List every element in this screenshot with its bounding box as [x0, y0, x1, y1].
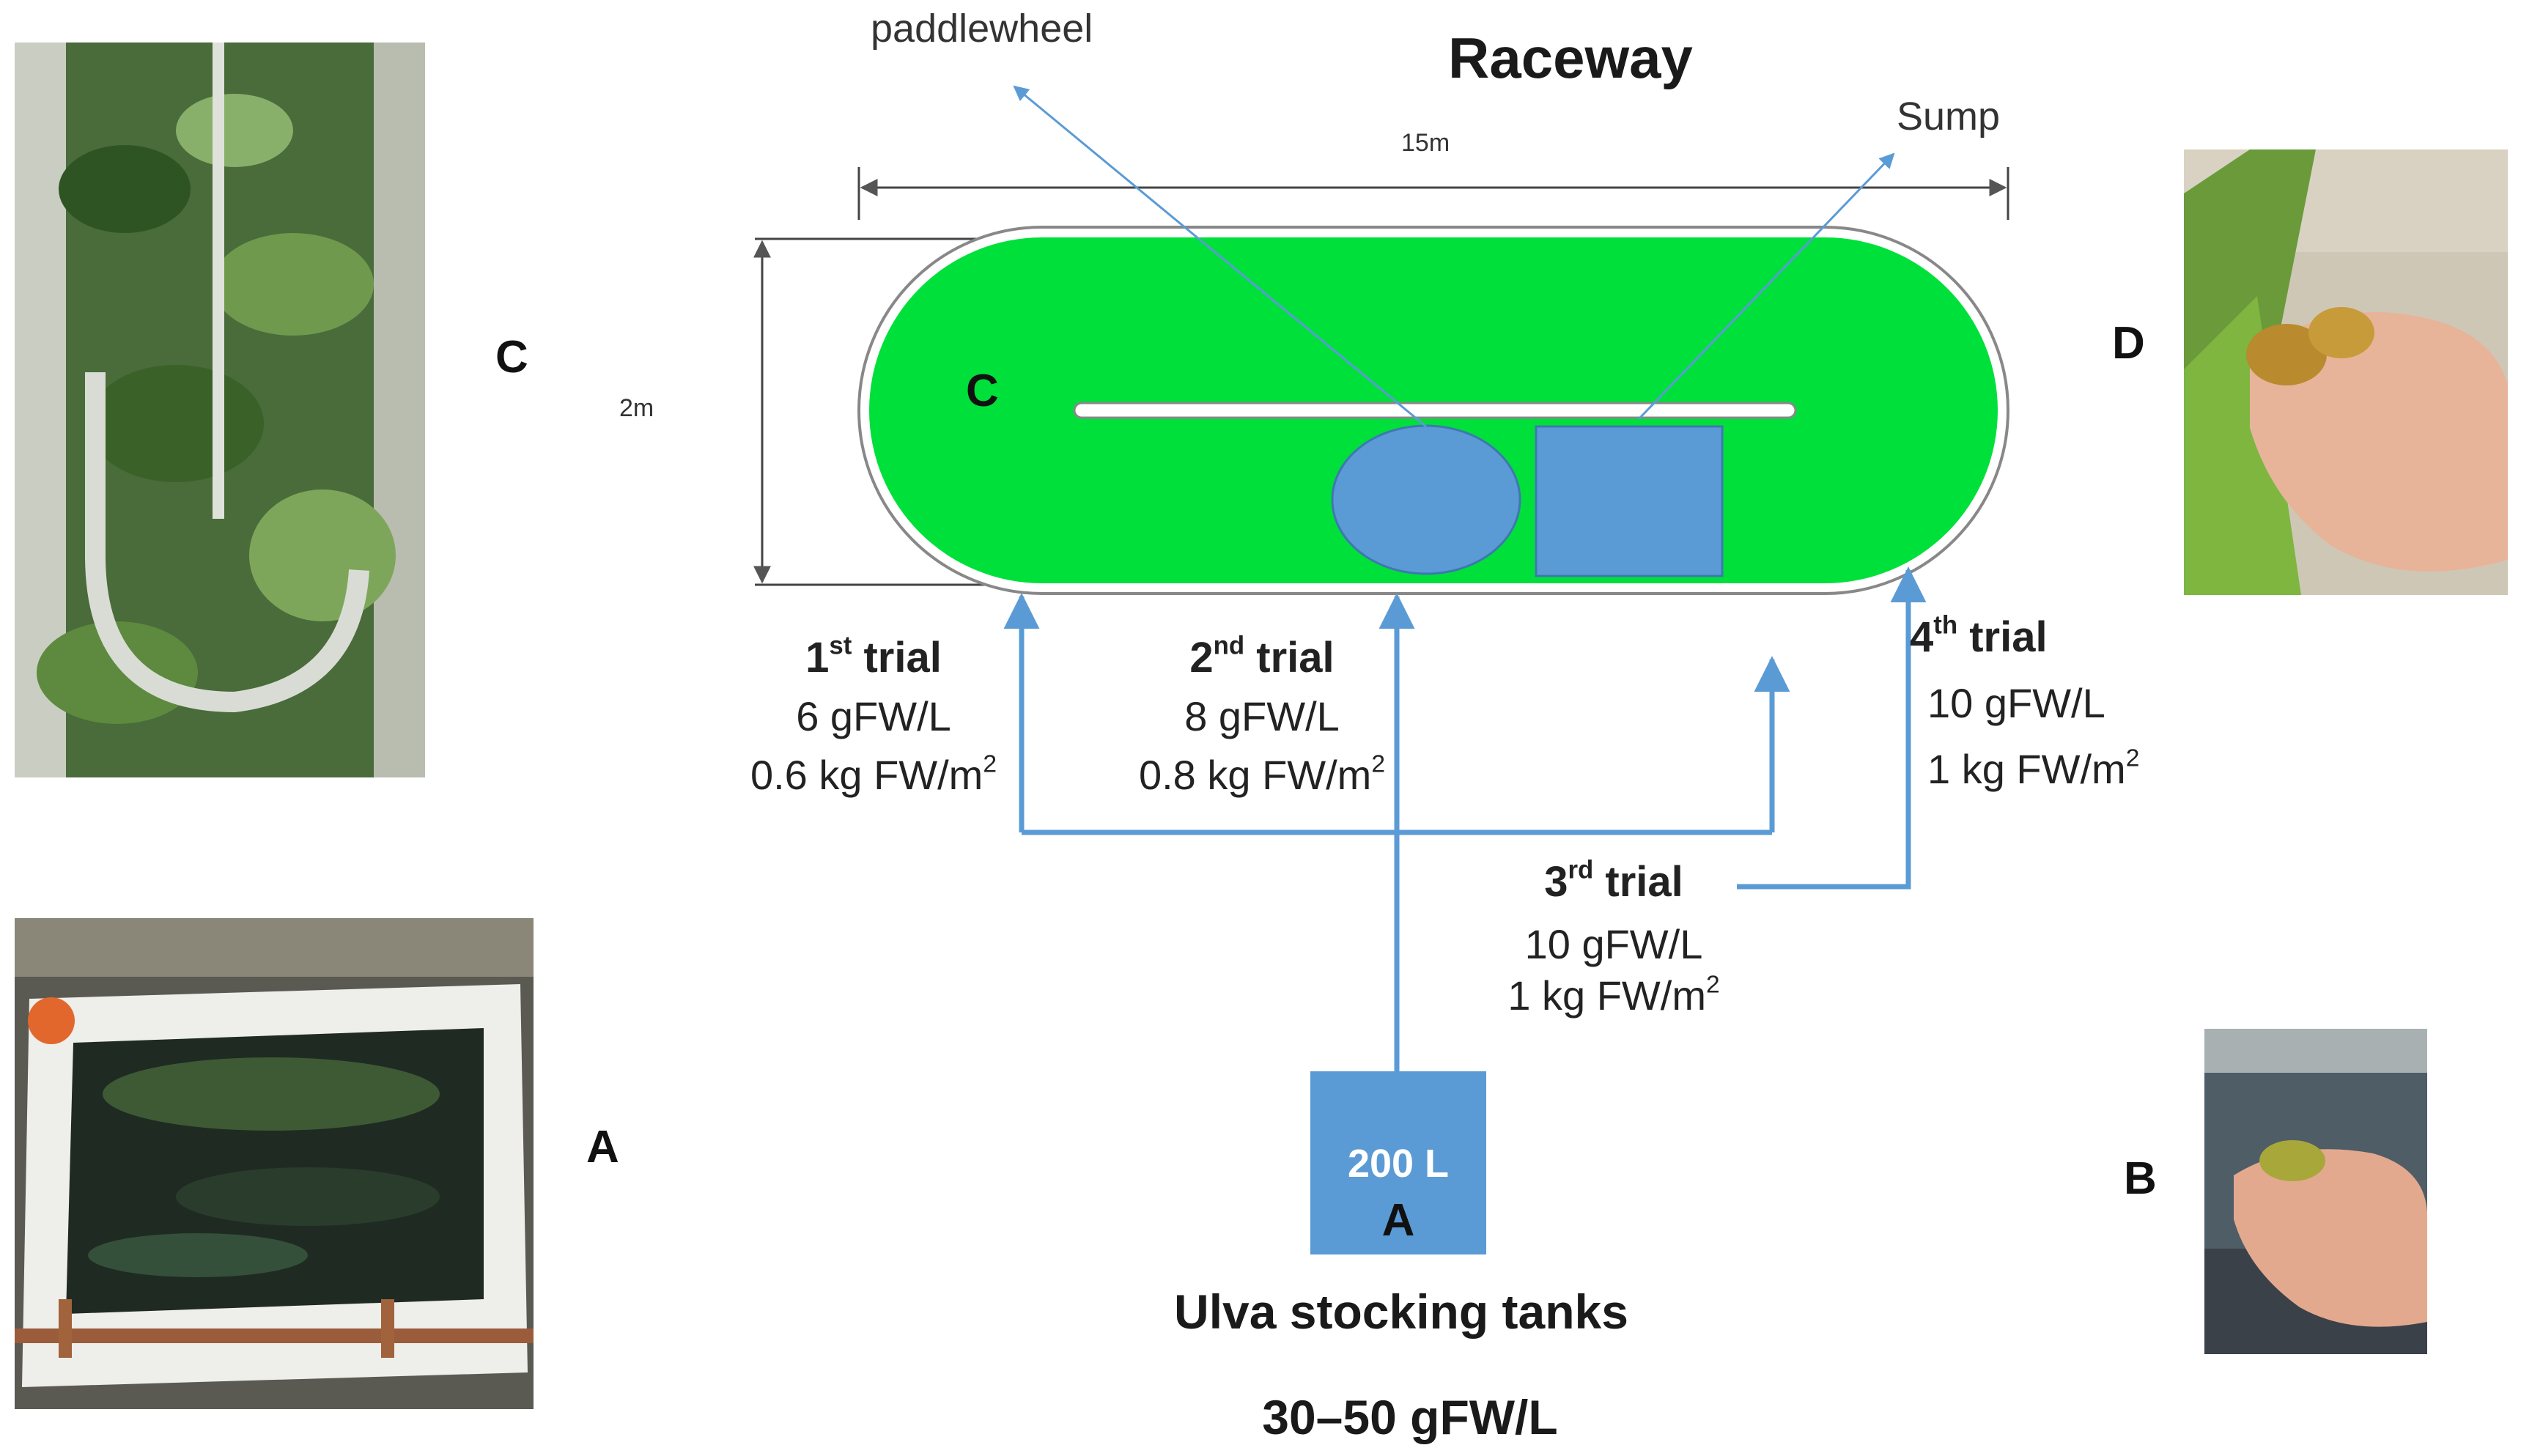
trial-3-heading: 3rd trial	[1544, 855, 1683, 906]
trial-3: 3rd trial 10 gFW/L 1 kg FW/m2	[1489, 856, 1738, 1021]
sump-callout: Sump	[1897, 95, 2001, 138]
length-dimension-label: 15m	[1401, 129, 1450, 157]
sump-callout-arrow	[1637, 152, 1895, 421]
trial-3-density: 10 gFW/L	[1524, 921, 1703, 967]
trial-4-density: 10 gFW/L	[1927, 680, 2105, 726]
feed-flow-arrows	[1003, 566, 1927, 1071]
trial-4-area-density: 1 kg FW/m2	[1927, 744, 2140, 792]
center-divider	[1073, 402, 1797, 419]
photo-label-b: B	[2124, 1153, 2157, 1204]
stocking-tank: 200 L A	[1310, 1071, 1486, 1254]
raceway-photo	[15, 43, 425, 777]
width-dimension-label: 2m	[619, 394, 654, 422]
tank-volume: 200 L	[1347, 1142, 1450, 1186]
length-dimension-line	[857, 167, 2009, 220]
photo-label-c: C	[495, 332, 528, 383]
ulva-hand-photo-b	[2204, 1029, 2427, 1354]
diagram-title: Raceway	[1448, 26, 1693, 90]
trial-1-area-density: 0.6 kg FW/m2	[750, 750, 997, 798]
paddlewheel-callout-arrow	[1013, 85, 1427, 428]
photo-label-a: A	[586, 1122, 619, 1172]
stocking-tank-photo	[15, 918, 534, 1409]
paddlewheel-callout: paddlewheel	[871, 7, 1093, 51]
trial-2-area-density: 0.8 kg FW/m2	[1138, 750, 1386, 798]
trial-4: 4th trial 10 gFW/L 1 kg FW/m2	[1910, 607, 2174, 800]
paddlewheel	[1331, 424, 1521, 575]
trial-1: 1st trial 6 gFW/L 0.6 kg FW/m2	[712, 629, 1035, 805]
trial-3-area-density: 1 kg FW/m2	[1507, 971, 1720, 1019]
stocking-title: Ulva stocking tanks	[1174, 1285, 1628, 1339]
raceway-section-label: C	[966, 366, 999, 416]
trial-2-heading: 2nd trial	[1189, 631, 1335, 681]
photo-label-d: D	[2112, 318, 2145, 369]
trial-2: 2nd trial 8 gFW/L 0.8 kg FW/m2	[1101, 629, 1423, 805]
trial-4-heading: 4th trial	[1910, 610, 2048, 661]
stocking-density: 30–50 gFW/L	[1262, 1390, 1558, 1444]
trial-2-density: 8 gFW/L	[1184, 693, 1340, 739]
tank-label: A	[1381, 1195, 1415, 1246]
trial-1-density: 6 gFW/L	[796, 693, 951, 739]
sump	[1535, 425, 1724, 577]
trial-1-heading: 1st trial	[805, 631, 942, 681]
ulva-hand-photo-d	[2184, 149, 2508, 595]
